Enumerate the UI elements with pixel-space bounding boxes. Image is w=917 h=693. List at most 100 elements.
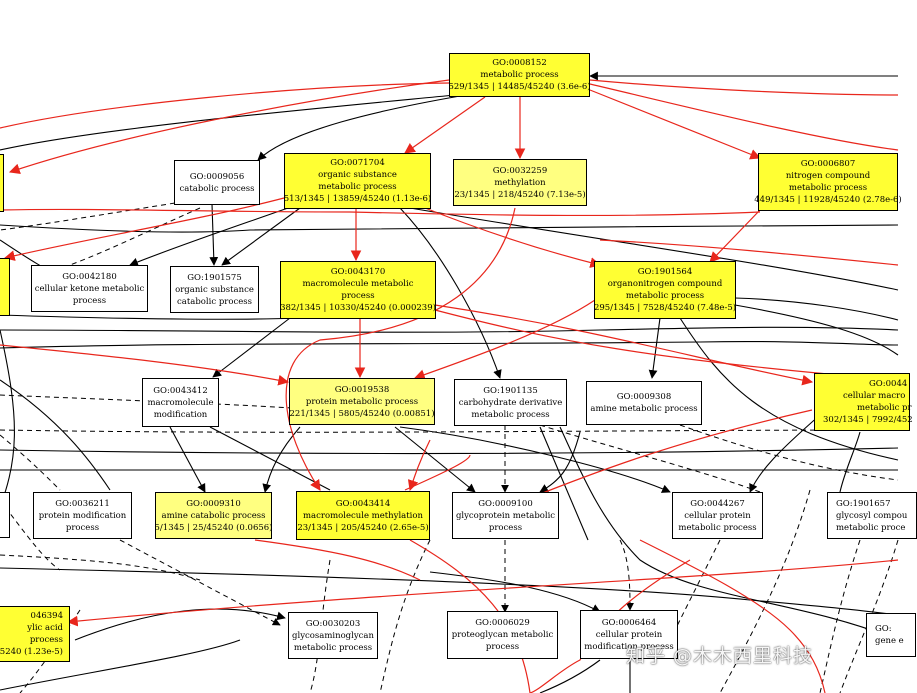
node-name: organonitrogen compound	[607, 279, 723, 289]
go-node-organic-substance-catabolic[interactable]: GO:1901575 organic substance catabolic p…	[170, 266, 259, 313]
go-node-proteoglycan-metabolic[interactable]: GO:0006029 proteoglycan metabolic proces…	[447, 611, 558, 659]
node-stats: 382/1345 | 10330/45240 (0.000239)	[280, 303, 436, 313]
node-name: macromolecule methylation	[303, 510, 423, 521]
node-name: metabolic proce	[836, 522, 906, 533]
node-stats: 529/1345 | 14485/45240 (3.6e-6)	[448, 82, 591, 92]
edge	[0, 224, 899, 233]
edge	[129, 207, 289, 267]
node-name: amine metabolic process	[590, 404, 698, 414]
go-node-protein-metabolic[interactable]: GO:0019538 protein metabolic process 221…	[289, 378, 435, 425]
watermark: 知乎 @木木西里科技	[626, 645, 814, 667]
go-node-gene-expression[interactable]: GO: gene e	[866, 613, 916, 657]
node-stats: 302/1345 | 7992/452	[823, 415, 913, 425]
go-node-carboxylic-acid-process[interactable]: 046394 ylic acid process 45240 (1.23e-5)	[0, 606, 70, 662]
go-node-amine-catabolic[interactable]: GO:0009310 amine catabolic process 5/134…	[155, 492, 272, 539]
node-stats: 23/1345 | 205/45240 (2.65e-5)	[297, 522, 429, 533]
edge	[119, 539, 281, 626]
node-name: cellular protein	[595, 629, 663, 640]
edge	[404, 454, 471, 491]
edge	[8, 79, 450, 175]
edge	[394, 426, 476, 493]
node-id: GO:1901575	[187, 272, 242, 283]
go-node-cellular-macromolecule-metabolic[interactable]: GO:0044 cellular macro metabolic pr 302/…	[814, 373, 913, 431]
go-node-glycoprotein-metabolic[interactable]: GO:0009100 glycoprotein metabolic proces…	[452, 492, 559, 539]
node-stats: 513/1345 | 13859/45240 (1.13e-6)	[283, 194, 432, 204]
edge	[0, 202, 176, 231]
edge	[0, 340, 899, 349]
go-node-cellular-protein-metabolic[interactable]: GO:0044267 cellular protein metabolic pr…	[672, 492, 763, 539]
edge	[679, 317, 899, 461]
edge	[559, 426, 899, 641]
go-node-metabolic-process[interactable]: GO:0008152 metabolic process 529/1345 | …	[448, 53, 591, 97]
go-node-glycosyl-compound-metabolic[interactable]: GO:1901657 glycosyl compou metabolic pro…	[827, 492, 917, 539]
edge	[524, 409, 813, 501]
edge	[0, 434, 61, 491]
edge	[0, 639, 241, 691]
go-node-methylation[interactable]: GO:0032259 methylation 23/1345 | 218/452…	[453, 159, 587, 206]
edge	[734, 304, 899, 356]
go-node-organic-substance-metabolic[interactable]: GO:0071704 organic substance metabolic p…	[284, 153, 431, 209]
go-node-nitrogen-compound-metabolic[interactable]: GO:0006807 nitrogen compound metabolic p…	[754, 153, 902, 211]
node-stats: 23/1345 | 218/45240 (7.13e-5)	[454, 189, 586, 200]
node-name: metabolic pr	[857, 403, 912, 413]
edge	[257, 95, 461, 161]
node-name: catabolic process	[177, 296, 252, 307]
edge	[0, 82, 450, 129]
node-id: GO:0019538	[334, 384, 390, 395]
go-node-left-edge-row2[interactable]	[0, 154, 4, 212]
node-name: metabolic process	[293, 642, 373, 653]
node-name: ylic acid	[27, 623, 63, 633]
go-node-glycosaminoglycan-metabolic[interactable]: GO:0030203 glycosaminoglycan metabolic p…	[288, 612, 378, 659]
node-name: process	[29, 635, 63, 645]
edge	[169, 426, 206, 493]
edge	[254, 539, 421, 581]
edge	[539, 424, 761, 493]
edge	[0, 429, 899, 433]
node-id: GO:0006807	[800, 159, 856, 169]
edge	[3, 197, 285, 261]
edge	[399, 207, 502, 379]
edge	[404, 96, 486, 154]
node-id: GO:0030203	[305, 618, 361, 629]
edge	[0, 379, 111, 491]
edge	[0, 499, 61, 571]
edge	[0, 208, 761, 217]
node-stats: 221/1345 | 5805/45240 (0.00851)	[289, 408, 435, 419]
node-id: GO:1901564	[637, 267, 693, 277]
go-node-cellular-ketone-metabolic[interactable]: GO:0042180 cellular ketone metabolic pro…	[31, 265, 148, 312]
edge	[221, 207, 301, 266]
node-name: organic substance	[175, 284, 254, 295]
go-node-amine-metabolic[interactable]: GO:0009308 amine metabolic process	[586, 381, 702, 425]
edge	[539, 431, 581, 493]
edge	[0, 344, 290, 386]
node-name: macromolecule	[147, 397, 214, 408]
edge	[74, 608, 286, 641]
go-node-organonitrogen-compound-metabolic[interactable]: GO:1901564 organonitrogen compound metab…	[594, 261, 736, 319]
edge	[679, 424, 899, 481]
edge	[539, 426, 589, 541]
node-id: GO:0009310	[186, 498, 241, 509]
go-node-cellular-protein-modification[interactable]: GO:0006464 cellular protein modification…	[580, 610, 678, 659]
node-id: GO:0006029	[475, 618, 530, 628]
go-node-catabolic-process[interactable]: GO:0009056 catabolic process	[174, 160, 260, 205]
edge	[0, 567, 899, 616]
edge	[0, 314, 301, 320]
go-node-macromolecule-modification[interactable]: GO:0043412 macromolecule modification	[142, 378, 219, 427]
go-node-macromolecule-metabolic[interactable]: GO:0043170 macromolecule metabolic proce…	[280, 261, 436, 319]
node-name: cellular macro	[843, 391, 906, 401]
go-node-carbohydrate-derivative-metabolic[interactable]: GO:1901135 carbohydrate derivative metab…	[454, 379, 567, 426]
node-id: GO:0009308	[616, 392, 672, 402]
node-id: GO:0043414	[335, 498, 391, 509]
go-node-protein-modification[interactable]: GO:0036211 protein modification process	[33, 492, 132, 539]
go-node-left-edge-row3[interactable]	[0, 258, 10, 316]
go-node-macromolecule-methylation[interactable]: GO:0043414 macromolecule methylation 23/…	[296, 491, 430, 540]
node-id: GO:0006464	[601, 617, 657, 628]
edge	[709, 209, 761, 263]
node-name: metabolic process	[480, 70, 559, 80]
node-id: GO:0044	[869, 379, 908, 389]
node-id: GO:0036211	[55, 498, 110, 509]
edge	[399, 426, 671, 493]
go-node-left-edge-row5[interactable]	[0, 492, 10, 538]
node-name: glycosaminoglycan	[292, 630, 374, 641]
edge	[0, 554, 201, 581]
